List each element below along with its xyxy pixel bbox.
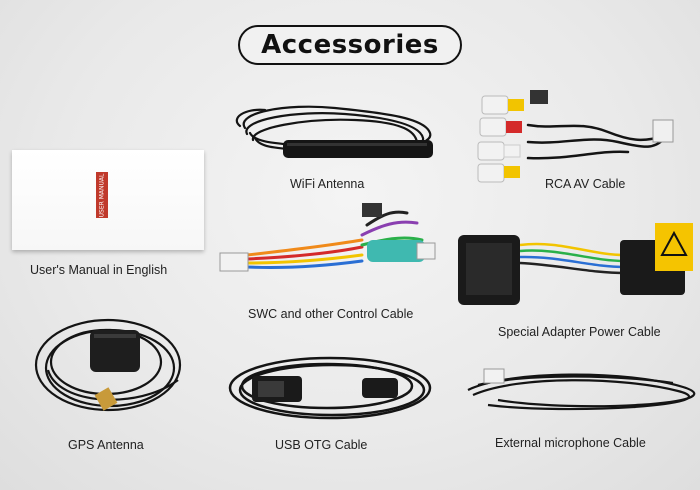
manual-caption: User's Manual in English [30, 263, 168, 277]
wifi-antenna-caption: WiFi Antenna [290, 177, 365, 191]
gps-antenna-caption: GPS Antenna [68, 438, 144, 452]
adapter-cable-caption: Special Adapter Power Cable [498, 325, 661, 339]
wifi-antenna-image [235, 105, 433, 158]
usb-cable-caption: USB OTG Cable [275, 438, 368, 452]
rca-cable-image [477, 90, 674, 183]
manual-image: USER MANUAL [12, 150, 204, 250]
page-title: Accessories [238, 25, 462, 65]
mic-cable-image [467, 368, 696, 411]
swc-cable-caption: SWC and other Control Cable [248, 307, 414, 321]
gps-antenna-image [34, 318, 182, 412]
swc-cable-image [219, 203, 436, 272]
rca-cable-caption: RCA AV Cable [545, 177, 626, 191]
manual-cover-label: USER MANUAL [98, 173, 106, 217]
page-title-text: Accessories [261, 30, 439, 60]
usb-cable-image [228, 356, 432, 420]
manual-cover-tag: USER MANUAL [96, 172, 108, 218]
adapter-cable-image [458, 223, 693, 305]
mic-cable-caption: External microphone Cable [495, 436, 646, 450]
